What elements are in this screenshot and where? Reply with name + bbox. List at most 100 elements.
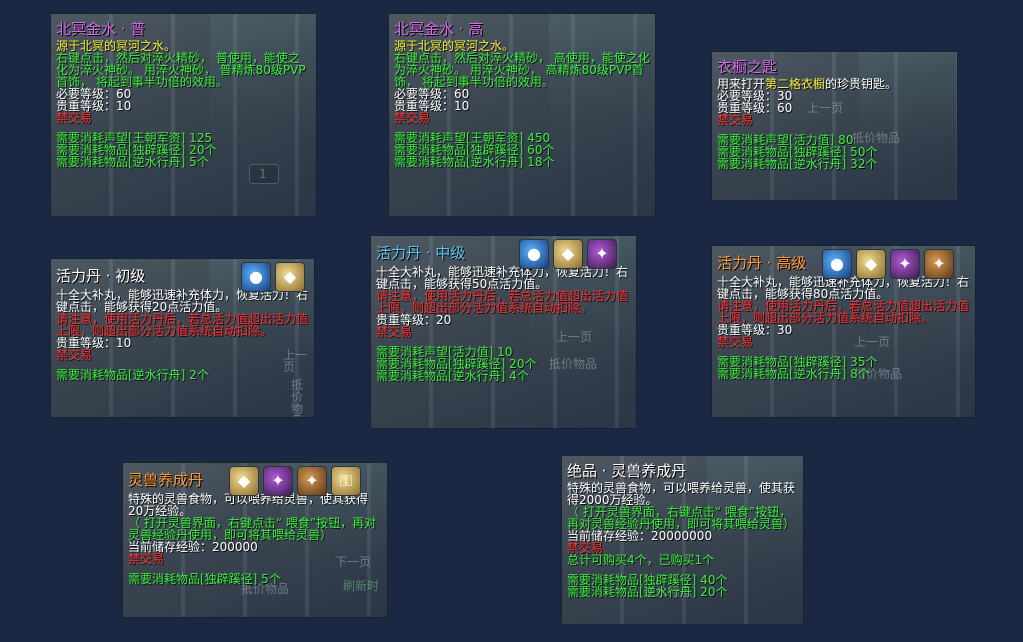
item-desc: 特殊的灵兽食物，可以喂养给灵兽，使其获得20万经验。 xyxy=(128,492,369,518)
stored-exp: 当前储存经验：200000 xyxy=(128,540,258,554)
cost-item-dupi: 需要消耗物品[独辟蹊径] 40个 xyxy=(567,573,728,587)
item-icons: ● ◆ ✦ ✦ xyxy=(822,249,954,279)
item-title: 活力丹 · 中级 xyxy=(376,244,466,262)
discount-items-ghost: 抵价物品 xyxy=(644,585,693,599)
item-desc: 右键点击，然后对淬火精砂， 高使用，能使之化为淬火神砂。 用淬火神砂， 高精炼8… xyxy=(394,51,650,89)
cost-item-nishui: 需要消耗物品[逆水行舟] 2个 xyxy=(56,368,209,382)
item-desc: 十全大补丸，能够迅速补充体力，恢复活力！右键点击，能够获得80点活力值。 xyxy=(717,275,970,301)
discount-items-ghost: 抵价物品 xyxy=(852,131,901,145)
no-trade-label: 禁交易 xyxy=(567,541,604,555)
blue-orb-icon: ● xyxy=(822,249,852,279)
no-trade-label: 禁交易 xyxy=(376,325,413,339)
cost-item-nishui: 需要消耗物品[逆水行舟] 18个 xyxy=(394,155,555,169)
item-desc: 十全大补丸，能够迅速补充体力，恢复活力！右键点击，能够获得50点活力值。 xyxy=(376,265,629,291)
blue-orb-icon: ● xyxy=(519,239,549,269)
refresh-time-ghost: 刷新时 xyxy=(343,579,380,593)
brown-charm-icon: ✦ xyxy=(297,466,327,496)
item-title: 衣橱之匙 xyxy=(717,58,778,76)
cost-reputation: 需要消耗声望[王朝军资] 450 xyxy=(394,131,551,145)
purple-charm-icon: ✦ xyxy=(587,239,617,269)
item-flavor: 源于北冥的冥河之水。 xyxy=(394,39,515,53)
value-level: 贵重等级：20 xyxy=(376,313,452,327)
scroll-icon: ◆ xyxy=(275,262,305,292)
item-desc: 特殊的灵兽食物，可以喂养给灵兽，使其获得2000万经验。 xyxy=(567,481,796,507)
discount-items-ghost: 抵价物品 xyxy=(291,378,304,417)
stored-exp: 当前储存经验：20000000 xyxy=(567,529,713,543)
desc-highlight: 第二格衣橱 xyxy=(765,77,826,91)
item-desc: 十全大补丸，能够迅速补充体力，恢复活力！右键点击，能够获得20点活力值。 xyxy=(56,288,309,314)
blue-orb-icon: ● xyxy=(241,262,271,292)
purple-charm-icon: ✦ xyxy=(890,249,920,279)
item-flavor: 源于北冥的冥河之水。 xyxy=(56,39,177,53)
tooltip-huolidan-chuji: ● ◆ 活力丹 · 初级 十全大补丸，能够迅速补充体力，恢复活力！右键点击，能够… xyxy=(50,258,315,418)
item-desc: 右键点击，然后对淬火精砂， 普使用，能使之化为淬火神砂。 用淬火神砂， 普精炼8… xyxy=(56,51,306,89)
item-warning: 请注意，使用活力丹后，若总活力值超出活力值上限，则超出部分活力值系统自动扣除。 xyxy=(56,312,309,338)
cost-item-nishui: 需要消耗物品[逆水行舟] 20个 xyxy=(567,585,728,599)
item-warning: 请注意，使用活力丹后，若总活力值超出活力值上限，则超出部分活力值系统自动扣除。 xyxy=(376,289,629,315)
desc-prefix: 用来打开 xyxy=(717,77,766,91)
item-title: 北冥金水 · 普 xyxy=(56,20,146,38)
value-level: 贵重等级：10 xyxy=(56,99,132,113)
item-title: 北冥金水 · 高 xyxy=(394,20,484,38)
prev-page-ghost: 上一页 xyxy=(854,335,891,349)
item-usage: （ 打开灵兽界面，右键点击“ 喂食”按钮，再对灵兽经验丹使用，即可将其喂给灵兽） xyxy=(567,505,796,531)
required-level: 必要等级：30 xyxy=(717,89,793,103)
purple-charm-icon: ✦ xyxy=(263,466,293,496)
cost-reputation: 需要消耗声望[活力值] 10 xyxy=(376,345,513,359)
required-level: 必要等级：60 xyxy=(394,87,470,101)
scroll-icon: ◆ xyxy=(553,239,583,269)
tooltip-lingshou-yangchengdan: ◆ ✦ ✦ ⚿ 灵兽养成丹 特殊的灵兽食物，可以喂养给灵兽，使其获得20万经验。… xyxy=(122,462,388,618)
next-page-ghost: 下一页 xyxy=(335,555,372,569)
item-icons: ● ◆ xyxy=(241,262,305,292)
value-level: 贵重等级：10 xyxy=(56,336,132,350)
cost-item-dupi: 需要消耗物品[独辟蹊径] 20个 xyxy=(376,357,537,371)
prev-page-ghost: 上一页 xyxy=(807,101,844,115)
item-icons: ◆ ✦ ✦ ⚿ xyxy=(229,466,361,496)
cost-item-dupi: 需要消耗物品[独辟蹊径] 5个 xyxy=(128,572,281,586)
item-title: 灵兽养成丹 xyxy=(128,471,204,489)
cost-item-nishui: 需要消耗物品[逆水行舟] 32个 xyxy=(717,157,878,171)
tooltip-juepin-lingshou-yangchengdan: 绝品 · 灵兽养成丹 特殊的灵兽食物，可以喂养给灵兽，使其获得2000万经验。 … xyxy=(561,455,804,625)
brown-charm-icon: ✦ xyxy=(924,249,954,279)
cost-item-dupi: 需要消耗物品[独辟蹊径] 20个 xyxy=(56,143,217,157)
tooltip-huolidan-zhongji: ● ◆ ✦ 活力丹 · 中级 十全大补丸，能够迅速补充体力，恢复活力！右键点击，… xyxy=(370,235,637,429)
page-number: 1 xyxy=(259,167,267,181)
scroll-icon: ◆ xyxy=(229,466,259,496)
key-icon: ⚿ xyxy=(331,466,361,496)
scroll-icon: ◆ xyxy=(856,249,886,279)
no-trade-label: 禁交易 xyxy=(394,111,431,125)
no-trade-label: 禁交易 xyxy=(56,111,93,125)
discount-items-ghost: 抵价物品 xyxy=(549,357,598,371)
cost-item-nishui: 需要消耗物品[逆水行舟] 4个 xyxy=(376,369,529,383)
cost-item-nishui: 需要消耗物品[逆水行舟] 5个 xyxy=(56,155,209,169)
item-usage: （ 打开灵兽界面，右键点击“ 喂食”按钮，再对灵兽经验丹使用，即可将其喂给灵兽） xyxy=(128,516,377,542)
cost-reputation: 需要消耗声望[活力值] 80 xyxy=(717,133,854,147)
item-title: 活力丹 · 高级 xyxy=(717,254,807,272)
prev-page-ghost: 上一页 xyxy=(283,348,308,374)
item-title: 活力丹 · 初级 xyxy=(56,267,146,285)
cost-item-dupi: 需要消耗物品[独辟蹊径] 60个 xyxy=(394,143,555,157)
required-level: 必要等级：60 xyxy=(56,87,132,101)
page-number-box[interactable] xyxy=(249,164,279,184)
item-warning: 请注意，使用活力丹后，若总活力值超出活力值上限，则超出部分活力值系统自动扣除。 xyxy=(717,299,970,325)
tooltip-huolidan-gaoji: ● ◆ ✦ ✦ 活力丹 · 高级 十全大补丸，能够迅速补充体力，恢复活力！右键点… xyxy=(711,245,976,418)
cost-item-dupi: 需要消耗物品[独辟蹊径] 35个 xyxy=(717,355,878,369)
item-desc: 用来打开第二格衣橱的珍贵钥匙。 xyxy=(717,78,952,90)
cost-item-dupi: 需要消耗物品[独辟蹊径] 50个 xyxy=(717,145,878,159)
value-level: 贵重等级：30 xyxy=(717,323,793,337)
prev-page-ghost: 上一页 xyxy=(556,330,593,344)
tooltip-beiming-jinshui-pu: 北冥金水 · 普 源于北冥的冥河之水。 右键点击，然后对淬火精砂， 普使用，能使… xyxy=(50,13,317,217)
discount-items-ghost: 抵价物品 xyxy=(241,582,290,596)
item-title: 绝品 · 灵兽养成丹 xyxy=(567,462,687,480)
tooltip-wardrobe-key: 衣橱之匙 用来打开第二格衣橱的珍贵钥匙。 必要等级：30 贵重等级：60 禁交易… xyxy=(711,51,958,201)
item-icons: ● ◆ ✦ xyxy=(519,239,617,269)
cost-item-nishui: 需要消耗物品[逆水行舟] 8个 xyxy=(717,367,870,381)
value-level: 贵重等级：60 xyxy=(717,101,793,115)
desc-suffix: 的珍贵钥匙。 xyxy=(825,77,898,91)
value-level: 贵重等级：10 xyxy=(394,99,470,113)
tooltip-beiming-jinshui-gao: 北冥金水 · 高 源于北冥的冥河之水。 右键点击，然后对淬火精砂， 高使用，能使… xyxy=(388,13,656,217)
no-trade-label: 禁交易 xyxy=(717,335,754,349)
no-trade-label: 禁交易 xyxy=(717,113,754,127)
discount-items-ghost: 抵价物品 xyxy=(854,367,903,381)
purchase-limit: 总计可购买4个，已购买1个 xyxy=(567,553,715,567)
